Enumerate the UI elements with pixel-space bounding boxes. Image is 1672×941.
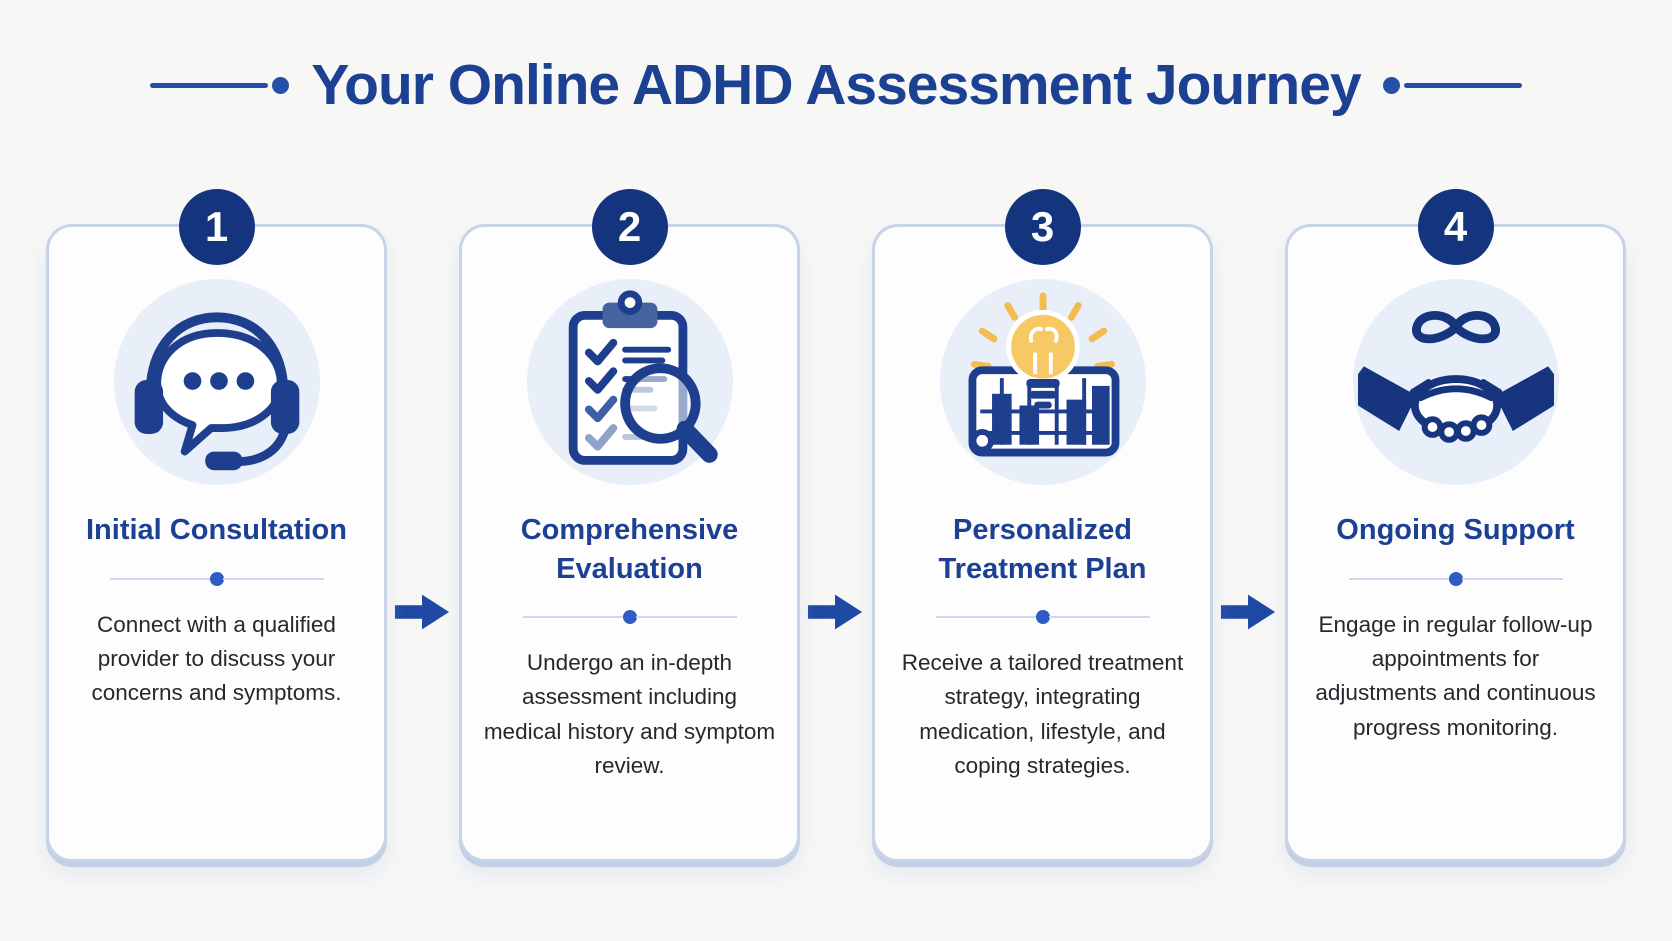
step-description: Connect with a qualified provider to dis…: [91, 612, 342, 706]
step-title: Comprehensive Evaluation: [520, 514, 739, 586]
header: Your Online ADHD Assessment Journey: [0, 0, 1672, 128]
arrow-right-icon: [388, 224, 458, 862]
card-divider: [522, 609, 737, 624]
divider-dot: [622, 609, 637, 624]
step-number-badge: 1: [178, 189, 255, 265]
page-title: Your Online ADHD Assessment Journey: [311, 53, 1361, 117]
step-card-personalized-treatment-plan: 3: [872, 189, 1213, 862]
divider-dot: [1035, 609, 1050, 624]
decoration-line: [150, 82, 269, 88]
step-description: Undergo an in-depth assessment including…: [483, 650, 776, 778]
title-left-decoration: [150, 76, 290, 94]
arrow-right-icon: [801, 224, 871, 862]
step-card-initial-consultation: 1 Initial Consultation Connect with a qu…: [46, 189, 387, 862]
blueprint-lightbulb-icon: [939, 279, 1146, 485]
step-description: Engage in regular follow-up appointments…: [1315, 612, 1596, 740]
step-title: Ongoing Support: [1336, 514, 1575, 546]
step-number-badge: 4: [1417, 189, 1494, 265]
title-right-decoration: [1382, 76, 1522, 94]
card-divider: [1348, 571, 1563, 586]
divider-dot: [209, 571, 224, 586]
step-description: Receive a tailored treatment strategy, i…: [901, 650, 1184, 778]
step-number-badge: 3: [1004, 189, 1081, 265]
arrow-right-icon: [1214, 224, 1284, 862]
step-number-badge: 2: [591, 189, 668, 265]
infinity-handshake-icon: [1352, 279, 1559, 485]
step-title: Initial Consultation: [86, 514, 347, 546]
divider-dot: [1448, 571, 1463, 586]
headset-chat-icon: [113, 279, 320, 485]
card-divider: [109, 571, 324, 586]
step-card-ongoing-support: 4 Ongoing Support: [1285, 189, 1626, 862]
card-divider: [935, 609, 1150, 624]
decoration-dot: [272, 76, 290, 94]
steps-row: 1 Initial Consultation Connect with a qu…: [46, 189, 1626, 862]
clipboard-checklist-magnifier-icon: [526, 279, 733, 485]
step-title: Personalized Treatment Plan: [938, 514, 1147, 586]
decoration-line: [1403, 82, 1522, 88]
step-card-comprehensive-evaluation: 2 Comprehensive Evaluation: [459, 189, 800, 862]
decoration-dot: [1382, 76, 1400, 94]
